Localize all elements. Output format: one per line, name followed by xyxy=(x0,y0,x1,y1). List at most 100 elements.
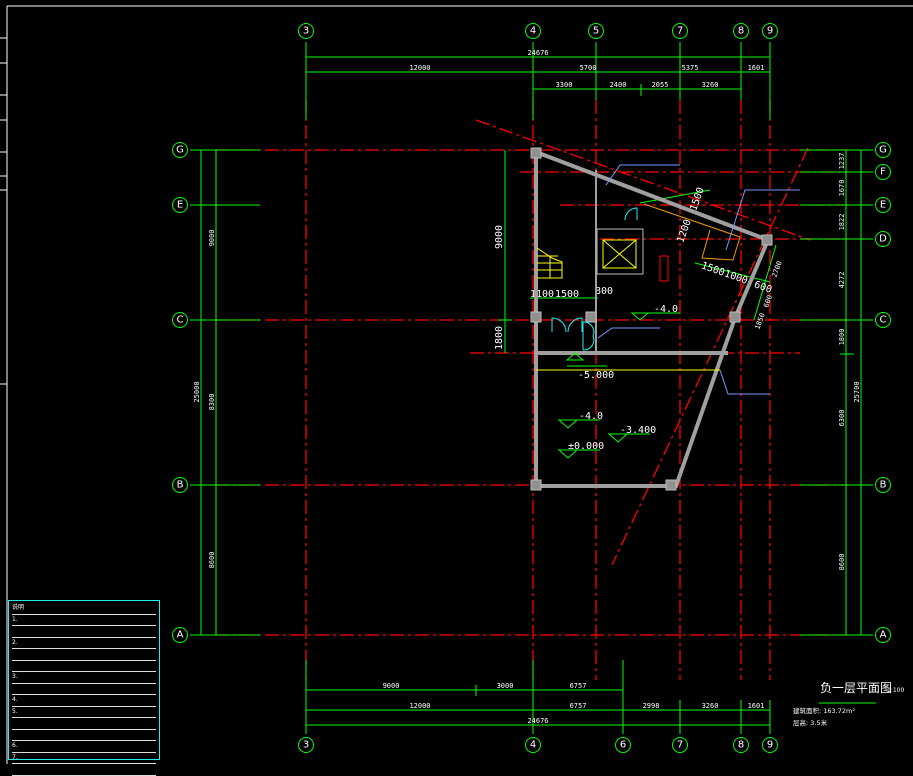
leader-lines xyxy=(597,164,800,395)
axis-label: 7 xyxy=(677,740,683,751)
dim-text: 1670 xyxy=(838,180,846,197)
drawing-title: 负一层平面图 xyxy=(820,681,892,695)
dim-text: 1601 xyxy=(748,702,765,710)
dim-text: 8600 xyxy=(208,552,216,569)
elevation-texts: -4.0 -5.000 -4.0 -3.400 ±0.000 xyxy=(568,304,678,452)
note-line: 7. xyxy=(12,753,156,764)
axis-label: A xyxy=(177,630,184,641)
note-line xyxy=(12,730,156,741)
axis-label: 9 xyxy=(767,740,773,751)
dim-text: 2055 xyxy=(652,81,669,89)
dim-text: 25700 xyxy=(853,381,861,402)
axis-labels: 3 4 5 7 8 9 3 4 6 7 8 9 G E C B A G F E … xyxy=(176,26,887,751)
note-line: 1. xyxy=(12,615,156,626)
axis-label: G xyxy=(176,145,184,156)
dim-text: 8300 xyxy=(208,394,216,411)
elevation-text: ±0.000 xyxy=(568,441,604,452)
dim-text: 1237 xyxy=(838,153,846,170)
note-line xyxy=(12,626,156,638)
dim-text: 1800 xyxy=(494,326,505,350)
dim-text: 1822 xyxy=(838,214,846,231)
dim-text: 3300 xyxy=(556,81,573,89)
note-line xyxy=(12,661,156,672)
elevator-shaft xyxy=(596,228,644,275)
dim-text: 1500 xyxy=(700,260,726,279)
note-line xyxy=(12,764,156,776)
drawing-frame xyxy=(0,5,913,764)
doors xyxy=(551,207,638,351)
dim-text: 12000 xyxy=(409,64,430,72)
dim-text: 2400 xyxy=(610,81,627,89)
axis-label: 3 xyxy=(303,740,309,751)
axis-label: 6 xyxy=(620,740,626,751)
area-text: 建筑面积: 163.72m² xyxy=(793,706,855,715)
dimension-texts: 24676 12000 5700 5375 1601 3300 2400 205… xyxy=(193,49,861,725)
dim-text: 9000 xyxy=(383,682,400,690)
equipment-box xyxy=(659,255,669,282)
dim-text: 4272 xyxy=(838,272,846,289)
axis-label: E xyxy=(177,200,183,211)
floor-height-text: 层高: 3.5米 xyxy=(793,718,828,727)
dim-text: 9000 xyxy=(208,230,216,247)
dim-text: 6757 xyxy=(570,682,587,690)
note-line xyxy=(12,649,156,661)
dim-text: 1100 xyxy=(530,289,554,300)
axis-label: 4 xyxy=(530,740,536,751)
design-notes: 说明 1. 2. 3. 4. 5. 6. 7. xyxy=(8,600,160,776)
note-line: 3. xyxy=(12,672,156,684)
dim-text: 3000 xyxy=(497,682,514,690)
elevation-text: -3.400 xyxy=(620,425,656,436)
dim-text: 5375 xyxy=(682,64,699,72)
dim-text: 1500 xyxy=(688,186,707,212)
ramp-outline xyxy=(643,203,741,261)
dim-text: 9000 xyxy=(494,225,505,249)
axis-label: 9 xyxy=(767,26,773,37)
elevation-text: -4.0 xyxy=(654,304,678,315)
elevation-text: -5.000 xyxy=(578,370,614,381)
dim-text: 1800 xyxy=(838,329,846,346)
axis-lines xyxy=(190,42,873,734)
axis-label: 8 xyxy=(738,740,744,751)
axis-label: 3 xyxy=(303,26,309,37)
axis-label: E xyxy=(880,200,886,211)
note-line xyxy=(12,684,156,695)
dim-text: 3260 xyxy=(702,81,719,89)
axis-label: A xyxy=(880,630,887,641)
dim-text: 1200 xyxy=(675,218,694,244)
axis-label: F xyxy=(880,167,886,178)
axis-label: G xyxy=(879,145,887,156)
elevation-markers xyxy=(557,312,680,459)
note-line: 5. xyxy=(12,707,156,718)
axis-label: 5 xyxy=(593,26,599,37)
axis-label: 8 xyxy=(738,26,744,37)
dim-text: 1500 xyxy=(555,289,579,300)
notes-title: 说明 xyxy=(12,603,156,615)
dim-text: 6757 xyxy=(570,702,587,710)
drawing-scale: 1:100 xyxy=(887,687,904,694)
dim-text: 5700 xyxy=(580,64,597,72)
dim-text: 1601 xyxy=(748,64,765,72)
axis-label: C xyxy=(880,315,887,326)
note-line xyxy=(12,718,156,730)
note-line: 6. xyxy=(12,741,156,753)
stair xyxy=(536,247,563,279)
dim-text: 8600 xyxy=(838,554,846,571)
axis-label: D xyxy=(879,234,887,245)
grid-lines xyxy=(215,100,848,680)
axis-label: C xyxy=(177,315,184,326)
columns xyxy=(530,147,773,491)
elevation-text: -4.0 xyxy=(579,411,603,422)
dim-text: 25000 xyxy=(193,381,201,402)
axis-label: 7 xyxy=(677,26,683,37)
dim-text: 2700 xyxy=(770,260,783,279)
dim-text: 2998 xyxy=(643,702,660,710)
axis-label: B xyxy=(880,480,887,491)
note-line: 2. xyxy=(12,638,156,649)
dim-text: 24676 xyxy=(527,717,548,725)
dim-text: 600 xyxy=(762,294,774,309)
axis-label: B xyxy=(177,480,184,491)
dim-text: 1000 xyxy=(723,268,749,287)
dim-text: 800 xyxy=(595,286,613,297)
dim-text: 12000 xyxy=(409,702,430,710)
